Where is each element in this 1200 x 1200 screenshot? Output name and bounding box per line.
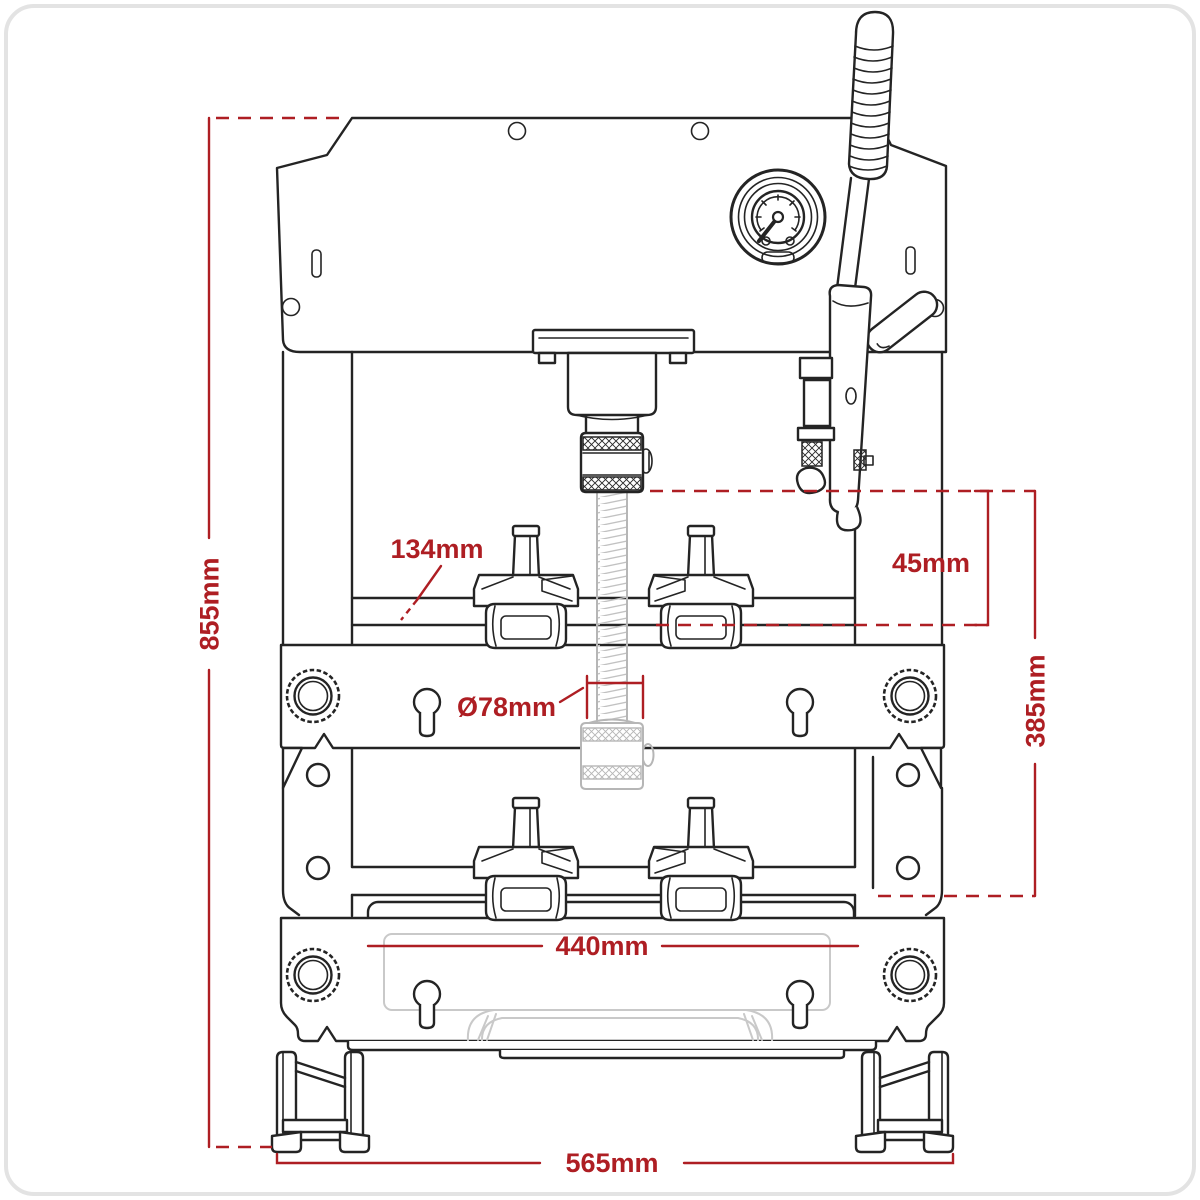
frame-left-column [281, 350, 354, 918]
dim-label-565mm: 565mm [565, 1148, 658, 1178]
base-knob-right [882, 947, 938, 1003]
bolster-keyhole-left [412, 687, 442, 738]
press-pin-lower-left [472, 796, 580, 922]
head-slot-left [311, 249, 322, 278]
pump-handle-grip [847, 10, 895, 181]
base-knob-left [285, 947, 341, 1003]
pump-handle-rod [834, 176, 871, 298]
hydraulic-cylinder [531, 328, 696, 435]
press-pin-lower-right [647, 796, 755, 922]
bolster-knob-right [882, 668, 938, 724]
pressure-gauge [729, 168, 827, 266]
dimension-overall-height: 855mm [195, 116, 348, 1149]
dimension-overall-width: 565mm [275, 1148, 955, 1178]
base-handle-recess [466, 1009, 774, 1042]
dimension-ram-diameter: Ø78mm [457, 674, 645, 722]
base [279, 900, 946, 1050]
dimension-internal-width: 440mm [366, 931, 860, 961]
bolster-right-ear [919, 746, 943, 790]
foot-left [270, 1050, 371, 1154]
pump-boot [835, 506, 862, 532]
press-pin-upper-right [647, 524, 755, 650]
bolster-keyhole-right [785, 687, 815, 738]
release-valve-lever [865, 290, 939, 354]
dimension-working-height: 385mm [878, 489, 1051, 898]
dimension-ram-to-beam: 134mm [390, 534, 484, 621]
pump-assembly [795, 10, 939, 532]
dim-label-855mm: 855mm [195, 557, 225, 650]
press-pin-upper-left [472, 524, 580, 650]
dim-label-45mm: 45mm [892, 548, 970, 578]
dim-label-440mm: 440mm [555, 931, 648, 961]
base-keyhole-right [785, 979, 815, 1030]
bolster-left-ear [281, 746, 304, 790]
dim-label-134mm: 134mm [390, 534, 483, 564]
ram-nose-collar [579, 431, 653, 494]
dim-label-385mm: 385mm [1021, 654, 1051, 747]
dim-label-78mm: Ø78mm [457, 692, 556, 722]
base-keyhole-left [412, 979, 442, 1030]
lower-shelf-beam [350, 865, 857, 897]
head-slot-right [905, 246, 916, 275]
base-bottom-lip [346, 1041, 878, 1060]
bolster-knob-left [285, 668, 341, 724]
dimension-ram-stroke: 45mm [650, 489, 1035, 627]
